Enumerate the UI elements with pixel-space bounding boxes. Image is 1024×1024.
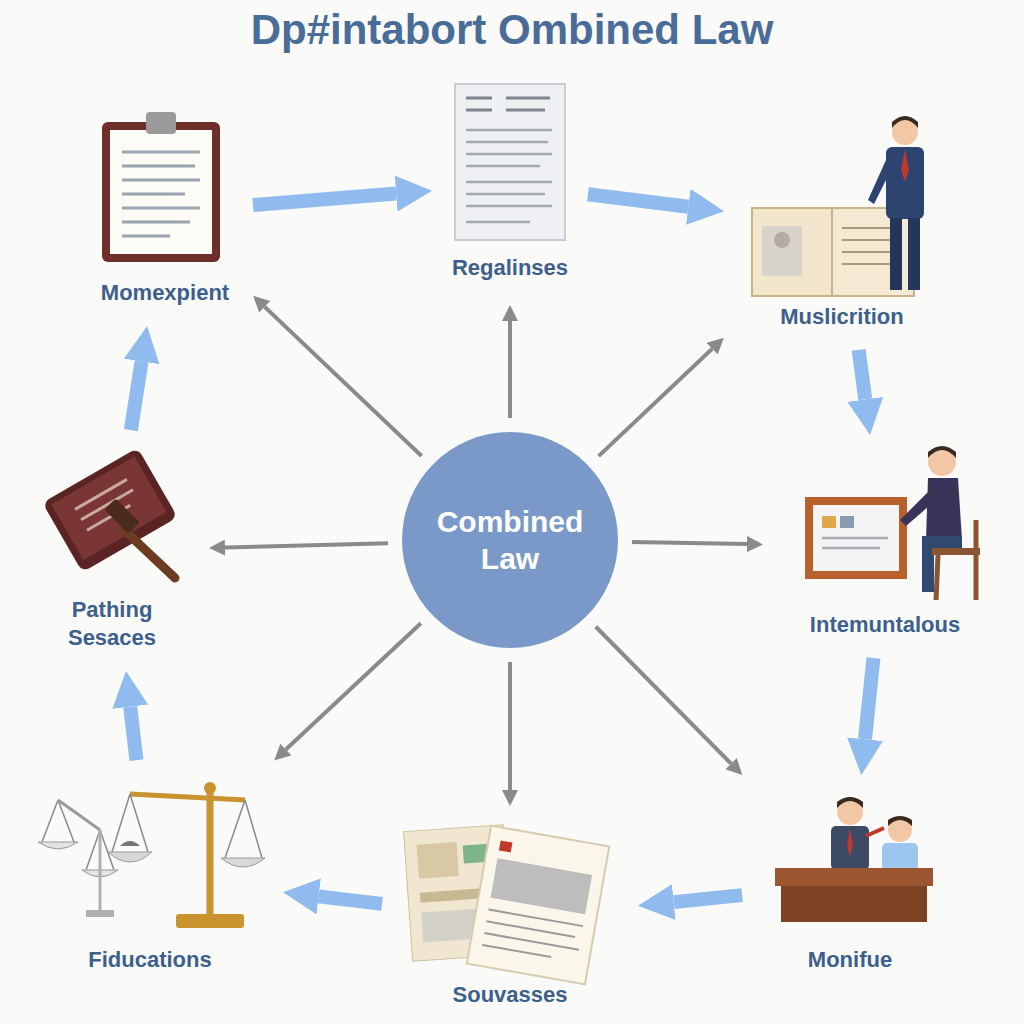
spoke-arrow [508, 662, 512, 790]
cycle-arrow [319, 896, 382, 903]
node-label: Muslicrition [780, 303, 903, 331]
cycle-arrow [674, 895, 742, 902]
spoke-arrow [596, 627, 731, 764]
step-node: Momexpient [87, 108, 243, 316]
spoke-arrow [632, 542, 747, 544]
podium-icon [775, 797, 933, 922]
diagram-title: Dp#intabort Ombined Law [0, 6, 1024, 54]
papers-icon [404, 825, 610, 985]
scales-icon [38, 782, 265, 928]
spoke-arrow [225, 543, 388, 547]
cycle-arrow [253, 194, 396, 205]
cycle-arrow [131, 361, 142, 430]
node-label: Combined Law [425, 503, 595, 578]
easel-icon [805, 446, 980, 600]
step-node: Monifue [752, 785, 948, 983]
node-label: Intemuntalous [810, 611, 960, 639]
node-label: Regalinses [452, 254, 568, 282]
clipboard-icon [102, 112, 220, 262]
center-circle: Combined Law [402, 432, 618, 648]
cycle-arrow [130, 707, 136, 760]
cycle-arrow [588, 194, 688, 207]
spoke-arrow [286, 623, 421, 749]
step-node: Pathing Sesaces [29, 440, 195, 661]
book-gavel-icon [42, 448, 177, 578]
node-label: Monifue [808, 946, 892, 974]
spoke-arrow [599, 349, 713, 456]
node-label: Souvasses [453, 981, 568, 1009]
step-node: Regalinses [442, 78, 578, 291]
node-label: Fiducations [88, 946, 211, 974]
spoke-arrow [265, 307, 422, 456]
step-node: Fiducations [27, 770, 273, 983]
spoke-arrow [508, 321, 512, 418]
cycle-arrow [859, 350, 866, 399]
node-label: Pathing Sesaces [42, 596, 182, 652]
presenter-icon [752, 116, 924, 296]
step-node: Muslicrition [734, 112, 950, 340]
document-icon [455, 84, 565, 240]
step-node: Souvasses [392, 820, 628, 1018]
cycle-arrow [865, 658, 873, 739]
node-label: Momexpient [101, 279, 229, 307]
step-node: Intemuntalous [777, 445, 993, 648]
